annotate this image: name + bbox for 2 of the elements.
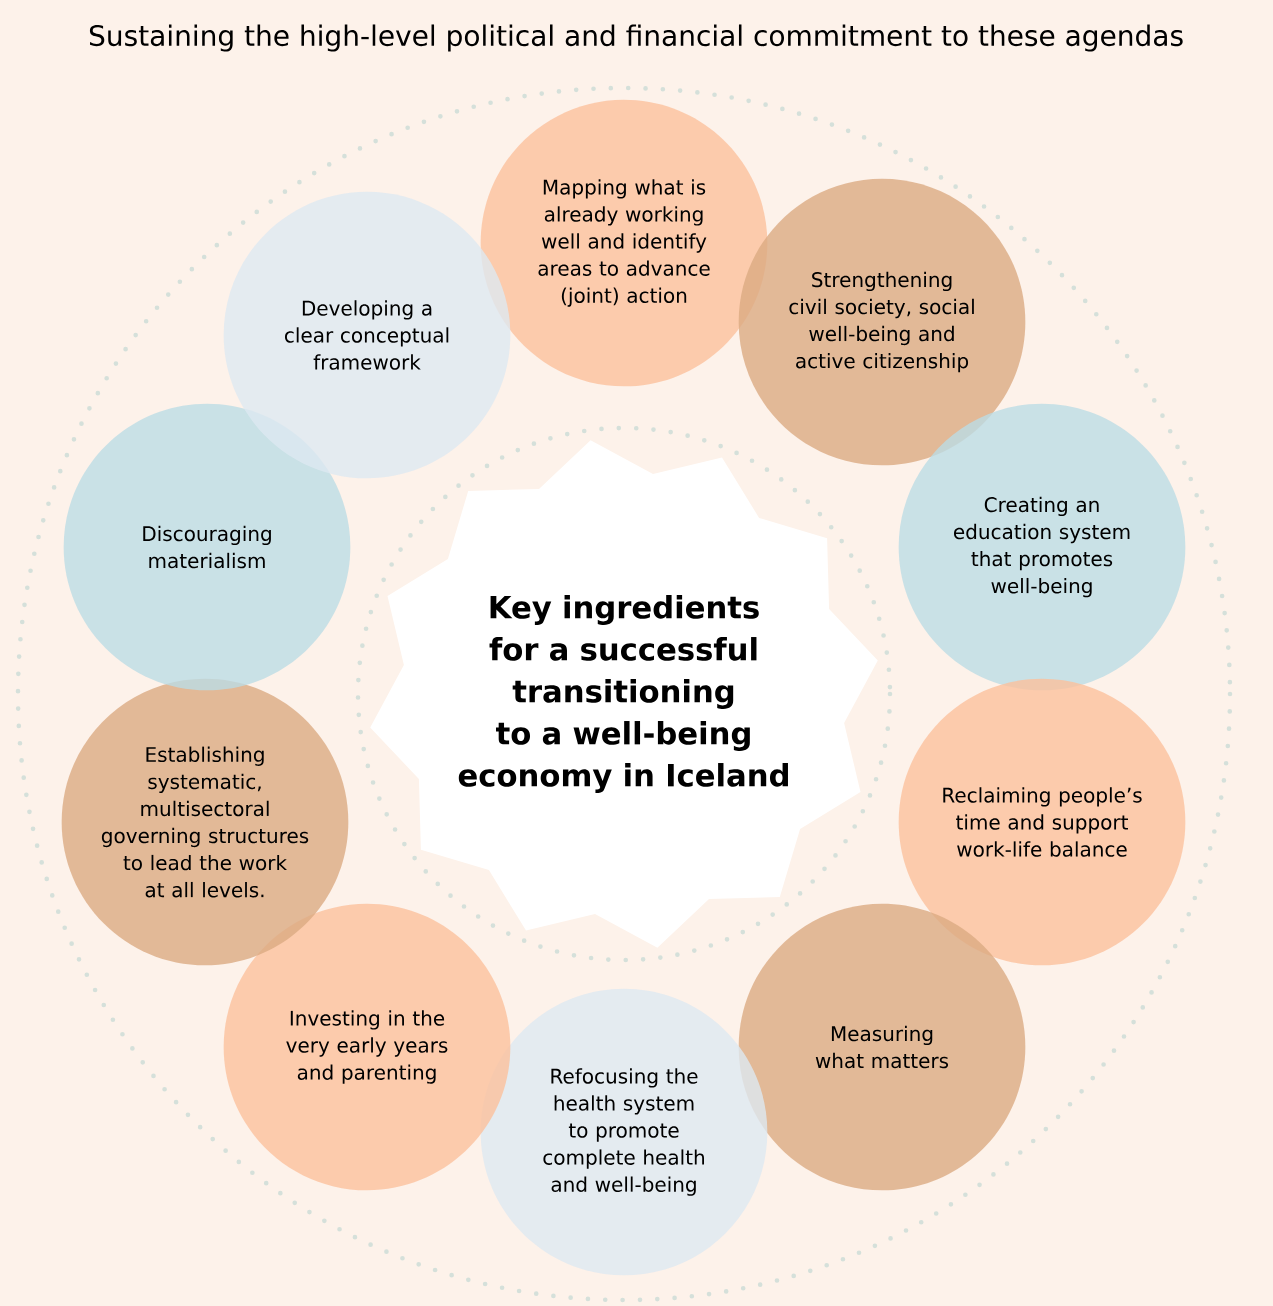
heading: Sustaining the high-level political and financial commitment to these agendas (89, 24, 1183, 52)
star-badge: Key ingredients for a successful transitioning to a well-being economy in Iceland (370, 440, 878, 948)
